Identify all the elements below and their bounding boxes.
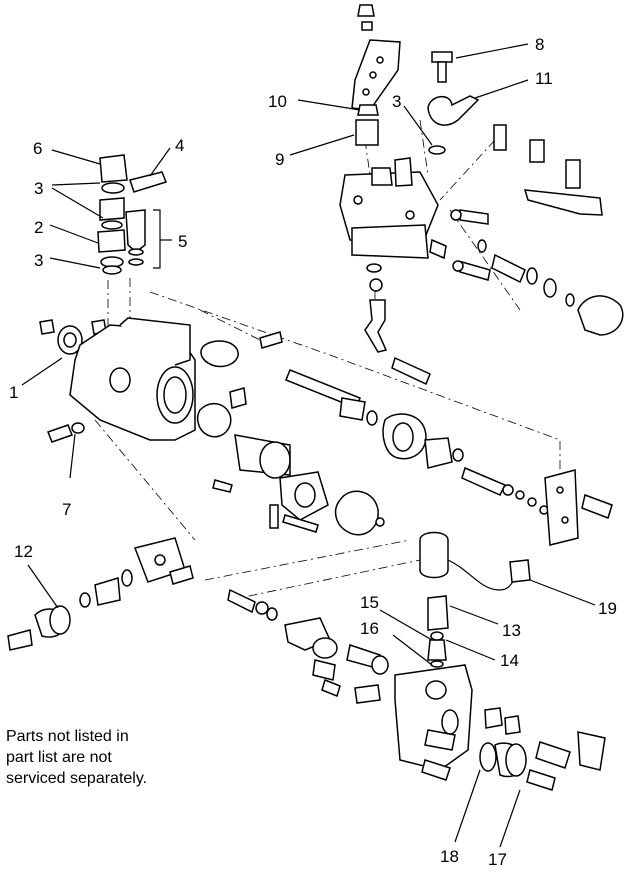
- service-note-line-2: part list are not: [6, 749, 112, 766]
- callout-5: 5: [178, 232, 187, 251]
- callout-9: 9: [275, 150, 284, 169]
- callout-18: 18: [440, 847, 459, 866]
- callout-1: 1: [9, 383, 18, 402]
- pump-housing: [39, 317, 283, 443]
- callout-14: 14: [500, 651, 519, 670]
- callout-19: 19: [598, 599, 617, 618]
- service-note: Parts not listed in part list are not se…: [6, 726, 206, 789]
- callout-11: 11: [535, 69, 553, 88]
- hydraulic-head: [227, 531, 606, 791]
- callout-3b: 3: [34, 251, 43, 270]
- callout-15: 15: [360, 593, 379, 612]
- callout-leaders: [21, 43, 596, 848]
- drive-shaft-assembly: [197, 369, 613, 546]
- governor-cover-assembly: [339, 4, 624, 386]
- callout-17: 17: [488, 850, 507, 869]
- callout-8: 8: [535, 35, 544, 54]
- callout-16: 16: [360, 619, 379, 638]
- callout-2: 2: [34, 218, 43, 237]
- callout-10: 10: [268, 92, 287, 111]
- service-note-line-1: Parts not listed in: [6, 728, 129, 745]
- callout-7: 7: [62, 500, 71, 519]
- callout-3: 3: [34, 179, 43, 198]
- callout-12: 12: [14, 542, 33, 561]
- callout-13: 13: [502, 621, 521, 640]
- callout-labels: 1 2 3 3 3 4 5 6 7 8 9 10 11 12 13 14 15 …: [9, 35, 617, 869]
- callout-3c: 3: [392, 92, 401, 111]
- fitting-stack: [97, 154, 167, 275]
- timing-device: [7, 537, 194, 651]
- callout-4: 4: [175, 136, 184, 155]
- callout-6: 6: [33, 139, 42, 158]
- service-note-line-3: serviced separately.: [6, 770, 148, 787]
